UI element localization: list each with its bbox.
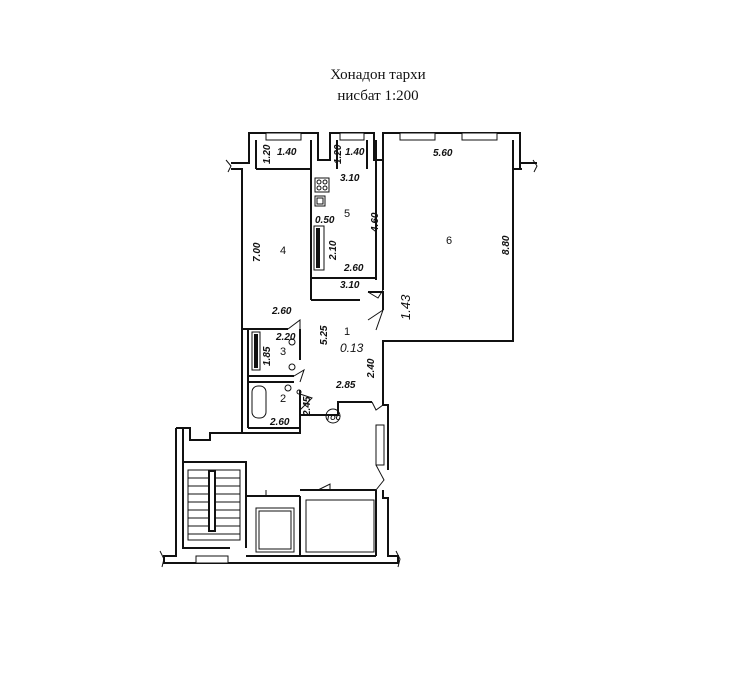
dim-2-60-kitchen: 2.60 [343,263,364,274]
dim-1-40-left: 1.40 [277,147,297,158]
dim-2-20: 2.20 [275,332,296,343]
plan-title: Хонадон тархи [330,67,426,83]
plan-scale: нисбат 1:200 [337,88,419,104]
riser-marker [325,408,341,424]
dim-3-10-top: 3.10 [340,173,360,184]
room-labels: 4 5 6 1 3 2 [280,208,452,405]
kitchen-counter [313,225,325,271]
room-5-label: 5 [344,208,350,220]
room-3-label: 3 [280,346,286,358]
dim-5-60: 5.60 [433,148,453,159]
bathtub-fixture [251,384,302,419]
dim-2-10: 2.10 [328,240,339,261]
dim-2-85: 2.85 [335,380,356,391]
room-6-label: 6 [446,235,452,247]
dimension-labels: 1.20 1.40 1.20 1.40 5.60 8.80 7.00 3.10 … [252,144,512,428]
room-2-label: 2 [280,393,286,405]
dim-3-10-bottom: 3.10 [340,280,360,291]
dim-2-40: 2.40 [366,358,377,379]
dim-1-40-mid: 1.40 [345,147,365,158]
dim-1-85: 1.85 [262,346,273,366]
dim-8-80: 8.80 [501,235,512,255]
corridor-area: 1.43 [398,294,413,320]
dim-1-20-left: 1.20 [262,144,273,164]
dim-7-00: 7.00 [252,242,263,262]
outer-walls [159,132,538,568]
bath-door [287,319,313,411]
dim-0-50: 0.50 [315,215,335,226]
kitchen-stove [314,177,330,193]
kitchen-sink [314,195,326,207]
riser-label: ТОС [326,415,342,422]
dim-4-60: 4.60 [370,212,381,233]
hall-area: 0.13 [340,341,364,355]
toilet-fixture [251,331,296,371]
dim-5-25: 5.25 [319,325,330,345]
room-1-label: 1 [344,326,350,338]
room-4-label: 4 [280,245,286,257]
corridor-door [367,289,384,299]
dim-2-60-bath: 2.60 [269,417,290,428]
dim-1-20-mid: 1.20 [333,144,344,164]
dim-2-45: 2.45 [302,396,313,417]
dim-2-60-room4: 2.60 [271,306,292,317]
area-labels: 0.13 1.43 [340,294,413,355]
